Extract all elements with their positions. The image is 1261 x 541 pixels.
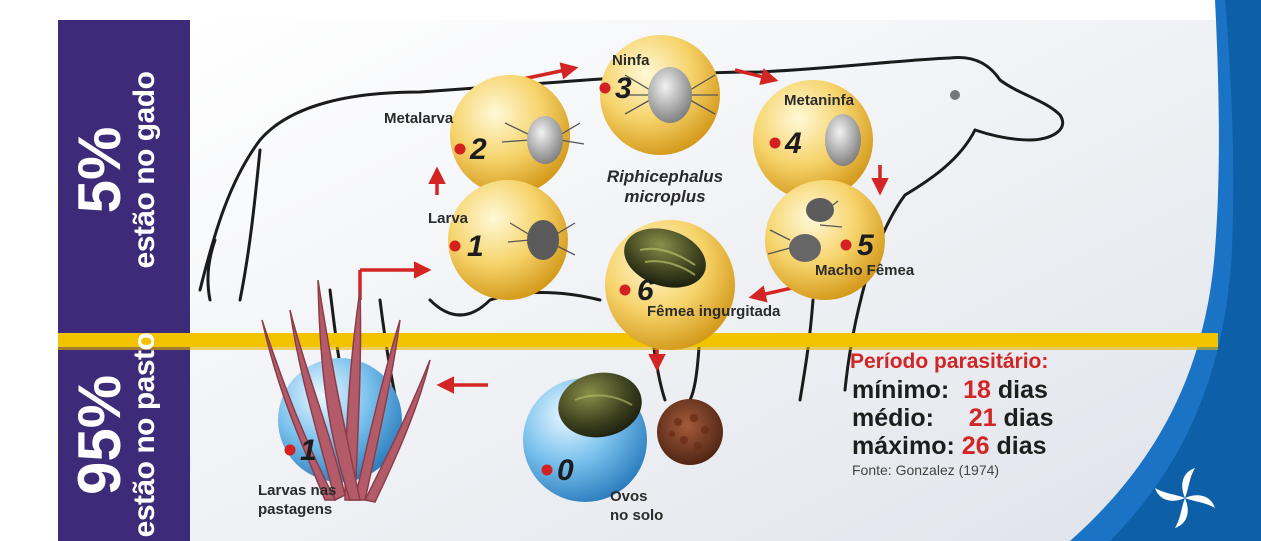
period-row-max: máximo: 26 dias	[852, 432, 1047, 461]
egg-cluster-icon	[657, 399, 723, 465]
stage-number-4: 4	[785, 127, 802, 161]
metaninfa-tick-icon	[825, 114, 861, 166]
side-label-cattle: 5% estão no gado	[70, 40, 170, 300]
period-row-avg: médio: 21 dias	[852, 404, 1053, 433]
stage-metaninfa-label: Metaninfa	[784, 92, 854, 109]
stage-number-6: 6	[637, 274, 654, 308]
pasture-text: estão no pasto	[130, 305, 160, 541]
period-source: Fonte: Gonzalez (1974)	[852, 462, 999, 478]
larva-tick-icon	[527, 220, 559, 260]
period-title: Período parasitário:	[850, 350, 1048, 374]
side-label-pasture: 95% estão no pasto	[70, 305, 170, 541]
cattle-percent: 5%	[70, 40, 130, 300]
stage-macho-femea-label: Macho Fêmea	[815, 262, 914, 279]
stage-femea-ingurgitada-label: Fêmea ingurgitada	[647, 303, 780, 320]
macho-tick-icon	[789, 234, 821, 262]
stage-metalarva-label: Metalarva	[384, 110, 453, 127]
period-row-min: mínimo: 18 dias	[852, 376, 1048, 405]
femea-tick-icon	[806, 198, 834, 222]
pasture-percent: 95%	[70, 305, 130, 541]
ninfa-tick-icon	[648, 67, 692, 123]
stage-number-5: 5	[857, 229, 874, 263]
stage-number-0: 0	[557, 454, 574, 488]
stage-ninfa-label: Ninfa	[612, 52, 650, 69]
cattle-text: estão no gado	[130, 40, 160, 300]
stage-number-3: 3	[615, 72, 632, 106]
stage-number-1-larva: 1	[467, 230, 484, 264]
stage-number-2: 2	[470, 133, 487, 167]
stage-larva-label: Larva	[428, 210, 468, 227]
stage-number-1-pasture: 1	[300, 434, 317, 468]
metalarva-tick-icon	[527, 116, 563, 164]
